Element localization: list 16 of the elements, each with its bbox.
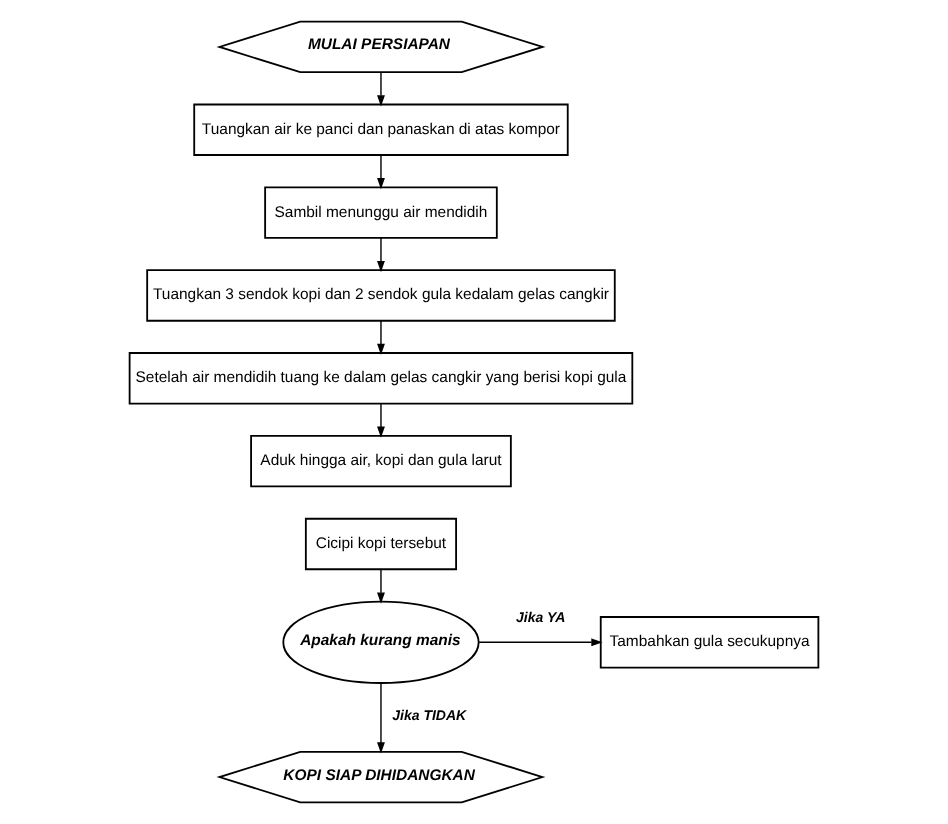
node-ellipse: Apakah kurang manis (282, 600, 480, 684)
node-box: Aduk hingga air, kopi dan gula larut (250, 434, 512, 488)
arrow (377, 237, 385, 273)
arrow (377, 682, 385, 754)
arrow (377, 403, 385, 438)
node-box: Tuangkan 3 sendok kopi dan 2 sendok gula kedalam gelas cangkir (146, 269, 616, 322)
arrow (377, 71, 385, 107)
node-box: Tambahkan gula secukupnya (599, 616, 820, 669)
node-box: Tuangkan air ke panci dan panaskan di atas kompor (193, 103, 569, 156)
arrow (377, 320, 385, 355)
node-box: Setelah air mendidih tuang ke dalam gelas cangkir yang berisi kopi gula (128, 352, 634, 405)
arrow (478, 638, 603, 647)
arrow (377, 154, 385, 190)
arrow (377, 568, 385, 604)
node-box: Sambil menunggu air mendidih (264, 186, 498, 239)
node-box: Cicipi kopi tersebut (304, 517, 457, 571)
